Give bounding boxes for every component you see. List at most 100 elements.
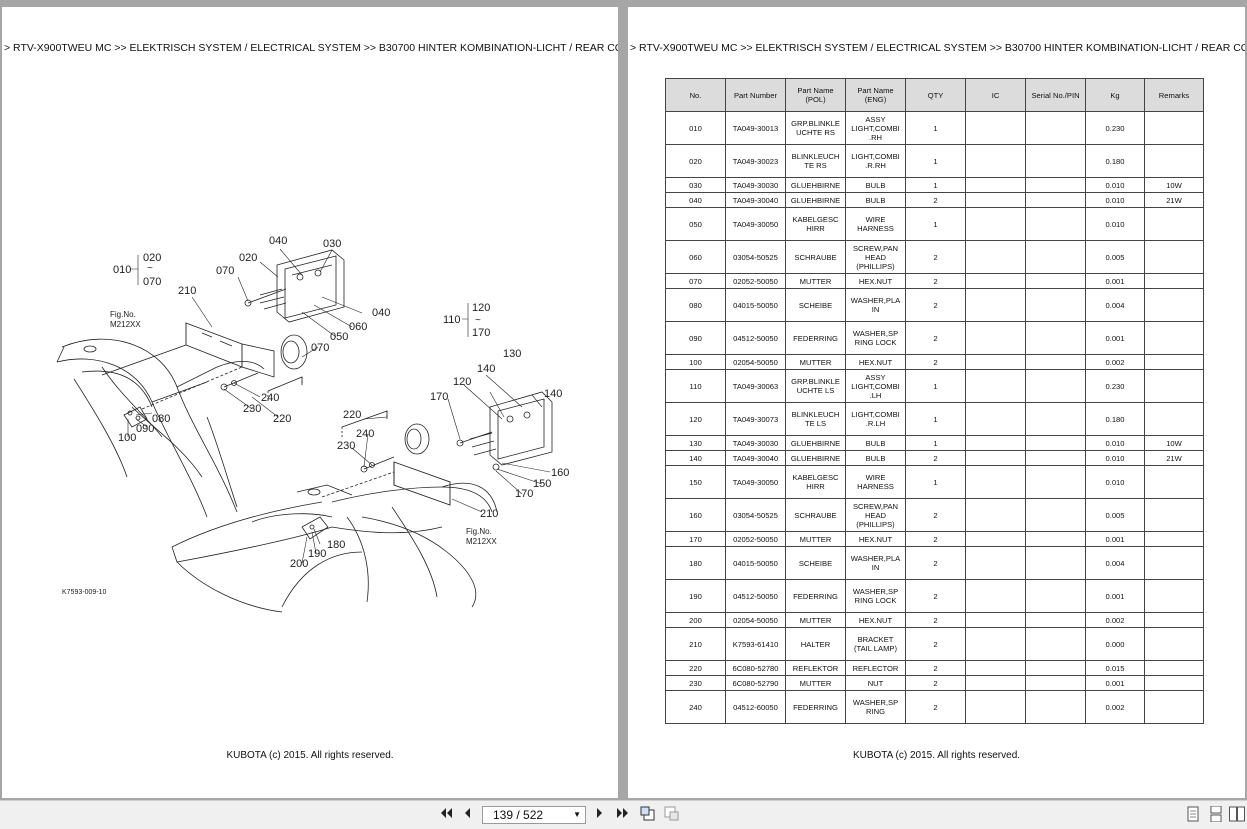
cell-kg: 0.010: [1085, 435, 1145, 451]
cell-no: 180: [665, 546, 726, 580]
cell-serial: [1025, 690, 1086, 724]
callout-060: 060: [349, 321, 367, 333]
cell-serial: [1025, 321, 1086, 355]
single-page-icon[interactable]: [1186, 806, 1200, 824]
cell-ic: [965, 435, 1026, 451]
cell-part-number: 04512-50050: [725, 321, 786, 355]
cell-kg: 0.001: [1085, 273, 1145, 289]
last-page-icon[interactable]: [615, 806, 631, 824]
callout-010: 010: [113, 264, 131, 276]
cell-part-name-pol: MUTTER: [785, 675, 846, 691]
cell-part-name-pol: SCHRAUBE: [785, 240, 846, 274]
cell-no: 110: [665, 369, 726, 403]
cell-qty: 1: [905, 177, 966, 193]
cell-part-number: 03054-50525: [725, 240, 786, 274]
cell-part-number: 6C080-52790: [725, 675, 786, 691]
cell-qty: 1: [905, 207, 966, 241]
cell-kg: 0.005: [1085, 240, 1145, 274]
cell-no: 120: [665, 402, 726, 436]
callout-170-upper: 170: [430, 391, 448, 403]
cell-ic: [965, 177, 1026, 193]
cell-ic: [965, 144, 1026, 178]
cell-qty: 2: [905, 612, 966, 628]
cell-serial: [1025, 675, 1086, 691]
cell-qty: 1: [905, 369, 966, 403]
cell-part-name-pol: GLUEHBIRNE: [785, 177, 846, 193]
cell-no: 190: [665, 579, 726, 613]
two-page-icon[interactable]: [1229, 806, 1245, 824]
cell-remarks: [1144, 369, 1204, 403]
cell-part-name-eng: BULB: [845, 435, 906, 451]
callout-240-left: 240: [261, 392, 279, 404]
cell-no: 140: [665, 450, 726, 466]
cell-kg: 0.230: [1085, 369, 1145, 403]
cell-part-name-pol: BLINKLEUCH TE LS: [785, 402, 846, 436]
continuous-page-icon[interactable]: [1209, 805, 1223, 824]
cell-part-name-eng: WASHER,SP RING LOCK: [845, 321, 906, 355]
cell-remarks: [1144, 288, 1204, 322]
cell-part-name-pol: REFLEKTOR: [785, 660, 846, 676]
callout-190: 190: [308, 548, 326, 560]
cell-part-number: TA049-30040: [725, 192, 786, 208]
next-page-icon[interactable]: [594, 806, 606, 824]
cell-qty: 2: [905, 546, 966, 580]
chevron-down-icon[interactable]: ▼: [573, 810, 581, 819]
cell-part-name-pol: GLUEHBIRNE: [785, 192, 846, 208]
cell-ic: [965, 369, 1026, 403]
callout-labels: 040 030 020 020 010 ~ 070 070 210 040 06…: [113, 235, 569, 570]
cell-part-name-eng: SCREW,PAN HEAD (PHILLIPS): [845, 498, 906, 532]
cell-part-number: 04512-50050: [725, 579, 786, 613]
cell-ic: [965, 240, 1026, 274]
callout-210-left: 210: [178, 285, 196, 297]
diagram-ref-code: K7593-009-10: [62, 589, 106, 596]
page-number-value: 139 / 522: [493, 808, 544, 822]
cell-remarks: [1144, 690, 1204, 724]
cell-remarks: 21W: [1144, 450, 1204, 466]
cell-serial: [1025, 546, 1086, 580]
cell-remarks: 21W: [1144, 192, 1204, 208]
callout-180: 180: [327, 539, 345, 551]
callout-240-right: 240: [356, 428, 374, 440]
cell-part-name-pol: KABELGESC HIRR: [785, 465, 846, 499]
back-view-icon[interactable]: [640, 806, 656, 824]
cell-qty: 2: [905, 690, 966, 724]
cell-serial: [1025, 177, 1086, 193]
callout-030: 030: [323, 238, 341, 250]
forward-view-icon[interactable]: [664, 806, 680, 824]
cell-remarks: [1144, 240, 1204, 274]
callout-210-right: 210: [480, 508, 498, 520]
cell-qty: 2: [905, 240, 966, 274]
cell-kg: 0.002: [1085, 354, 1145, 370]
cell-qty: 2: [905, 675, 966, 691]
cell-part-number: TA049-30063: [725, 369, 786, 403]
callout-170-range: 170: [472, 327, 490, 339]
cell-remarks: [1144, 660, 1204, 676]
header-col-part-number: Part Number: [725, 78, 786, 112]
cell-no: 150: [665, 465, 726, 499]
callout-020-top: 020: [143, 252, 161, 264]
prev-page-icon[interactable]: [461, 806, 473, 824]
header-col-part-name-pol: Part Name (POL): [785, 78, 846, 112]
page-selector[interactable]: 139 / 522 ▼: [482, 806, 586, 824]
callout-170: 170: [515, 488, 533, 500]
cell-part-name-eng: HEX.NUT: [845, 273, 906, 289]
cell-part-number: TA049-30050: [725, 465, 786, 499]
cell-remarks: [1144, 402, 1204, 436]
cell-part-name-eng: WASHER,PLA IN: [845, 288, 906, 322]
cell-remarks: [1144, 465, 1204, 499]
header-col-qty: QTY: [905, 78, 966, 112]
cell-part-number: TA049-30040: [725, 450, 786, 466]
first-page-icon[interactable]: [438, 806, 454, 824]
callout-200: 200: [290, 558, 308, 570]
cell-qty: 1: [905, 111, 966, 145]
